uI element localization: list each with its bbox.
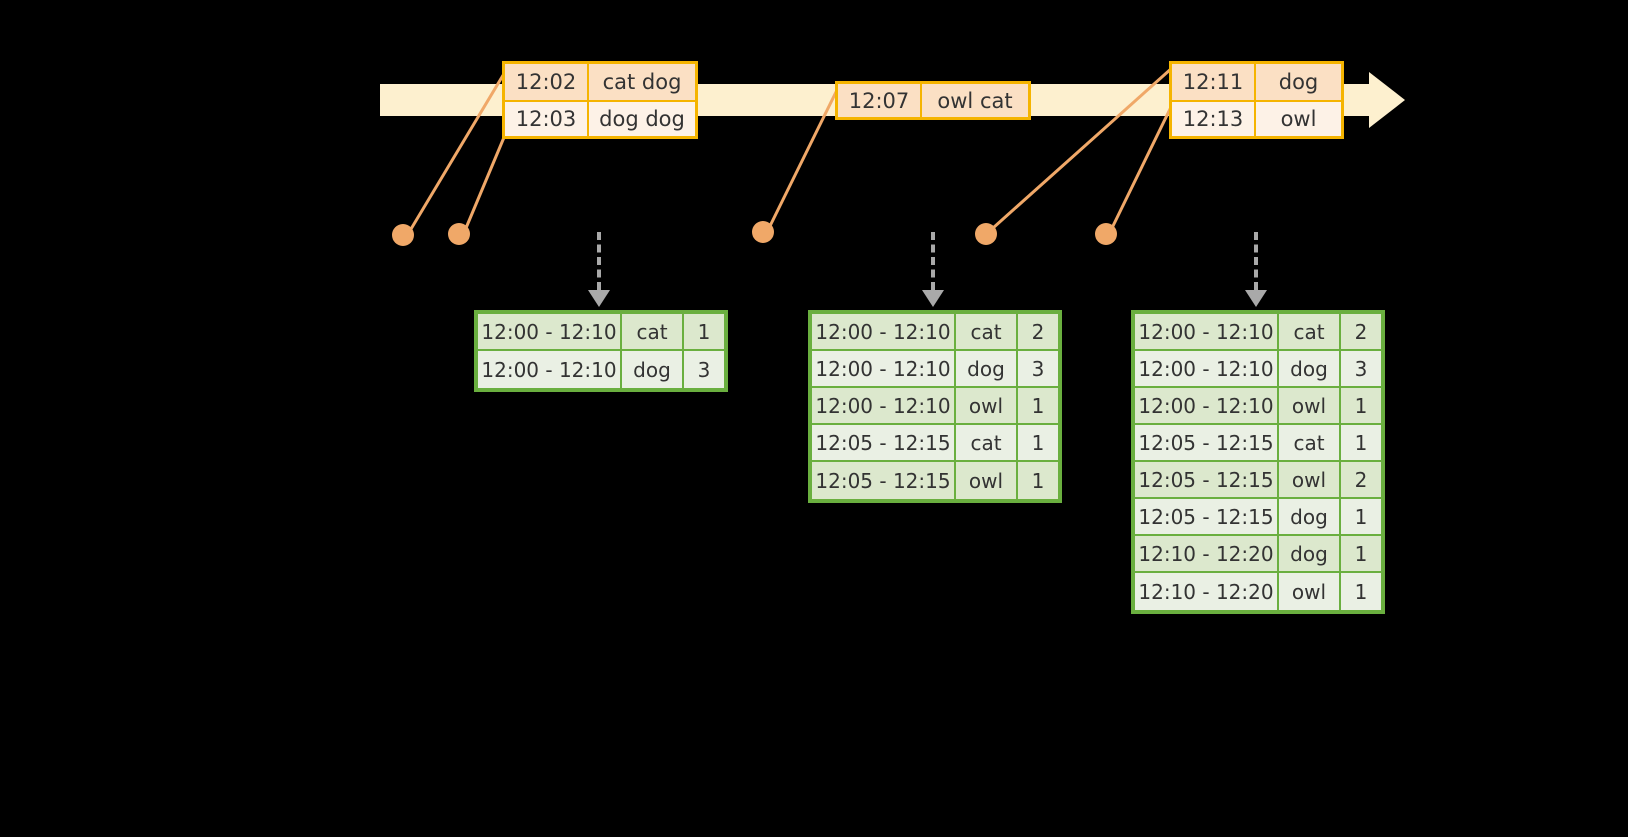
flow-arrow-2-line — [931, 232, 939, 290]
cell-window: 12:05 - 12:15 — [812, 462, 956, 499]
cell-window: 12:05 - 12:15 — [1135, 462, 1279, 499]
cell-key: cat — [622, 314, 684, 351]
cell-key: cat — [1279, 425, 1341, 462]
event-value: dog — [1256, 64, 1341, 100]
cell-key: cat — [956, 314, 1018, 351]
cell-count: 2 — [1341, 314, 1381, 351]
cell-count: 1 — [1341, 425, 1381, 462]
cell-window: 12:00 - 12:10 — [812, 351, 956, 388]
cell-key: owl — [956, 388, 1018, 425]
cell-window: 12:00 - 12:10 — [1135, 388, 1279, 425]
cell-count: 1 — [684, 314, 724, 351]
cell-window: 12:00 - 12:10 — [478, 351, 622, 388]
cell-key: owl — [956, 462, 1018, 499]
event-group-1: 12:02 cat dog 12:03 dog dog — [502, 61, 698, 139]
event-row: 12:02 cat dog — [505, 64, 695, 100]
connector-dot — [1095, 223, 1117, 245]
cell-key: owl — [1279, 388, 1341, 425]
cell-count: 1 — [1341, 573, 1381, 610]
cell-window: 12:00 - 12:10 — [1135, 351, 1279, 388]
cell-window: 12:00 - 12:10 — [812, 388, 956, 425]
cell-count: 2 — [1018, 314, 1058, 351]
event-time: 12:11 — [1172, 64, 1256, 100]
cell-count: 1 — [1341, 499, 1381, 536]
cell-window: 12:10 - 12:20 — [1135, 573, 1279, 610]
connector-dot — [448, 223, 470, 245]
event-row: 12:13 owl — [1172, 100, 1341, 136]
cell-window: 12:00 - 12:10 — [1135, 314, 1279, 351]
cell-count: 3 — [1018, 351, 1058, 388]
cell-key: dog — [1279, 536, 1341, 573]
event-value: dog dog — [589, 100, 695, 136]
flow-arrow-3-line — [1254, 232, 1262, 290]
event-time: 12:13 — [1172, 100, 1256, 136]
event-time: 12:03 — [505, 100, 589, 136]
flow-arrow-3-head — [1245, 290, 1267, 307]
cell-key: dog — [956, 351, 1018, 388]
cell-key: cat — [956, 425, 1018, 462]
connector-dot — [975, 223, 997, 245]
cell-key: dog — [622, 351, 684, 388]
cell-count: 2 — [1341, 462, 1381, 499]
cell-key: owl — [1279, 462, 1341, 499]
cell-count: 1 — [1341, 536, 1381, 573]
flow-arrow-1-line — [597, 232, 605, 290]
cell-count: 1 — [1018, 388, 1058, 425]
flow-arrow-2-head — [922, 290, 944, 307]
cell-count: 3 — [1341, 351, 1381, 388]
event-row: 12:07 owl cat — [838, 84, 1028, 117]
timeline-arrow-head — [1369, 72, 1405, 128]
cell-key: dog — [1279, 351, 1341, 388]
flow-arrow-1-head — [588, 290, 610, 307]
cell-window: 12:05 - 12:15 — [1135, 499, 1279, 536]
cell-count: 3 — [684, 351, 724, 388]
cell-window: 12:00 - 12:10 — [812, 314, 956, 351]
connector-dot — [752, 221, 774, 243]
cell-count: 1 — [1018, 462, 1058, 499]
cell-window: 12:10 - 12:20 — [1135, 536, 1279, 573]
connector-dot — [392, 224, 414, 246]
cell-key: cat — [1279, 314, 1341, 351]
event-group-3: 12:11 dog 12:13 owl — [1169, 61, 1344, 139]
cell-window: 12:05 - 12:15 — [1135, 425, 1279, 462]
cell-key: owl — [1279, 573, 1341, 610]
cell-count: 1 — [1341, 388, 1381, 425]
cell-key: dog — [1279, 499, 1341, 536]
event-value: owl — [1256, 100, 1341, 136]
event-row: 12:03 dog dog — [505, 100, 695, 136]
cell-count: 1 — [1018, 425, 1058, 462]
event-value: cat dog — [589, 64, 695, 100]
event-time: 12:07 — [838, 84, 922, 117]
cell-window: 12:05 - 12:15 — [812, 425, 956, 462]
event-value: owl cat — [922, 84, 1028, 117]
event-time: 12:02 — [505, 64, 589, 100]
event-group-2: 12:07 owl cat — [835, 81, 1031, 120]
cell-window: 12:00 - 12:10 — [478, 314, 622, 351]
event-row: 12:11 dog — [1172, 64, 1341, 100]
